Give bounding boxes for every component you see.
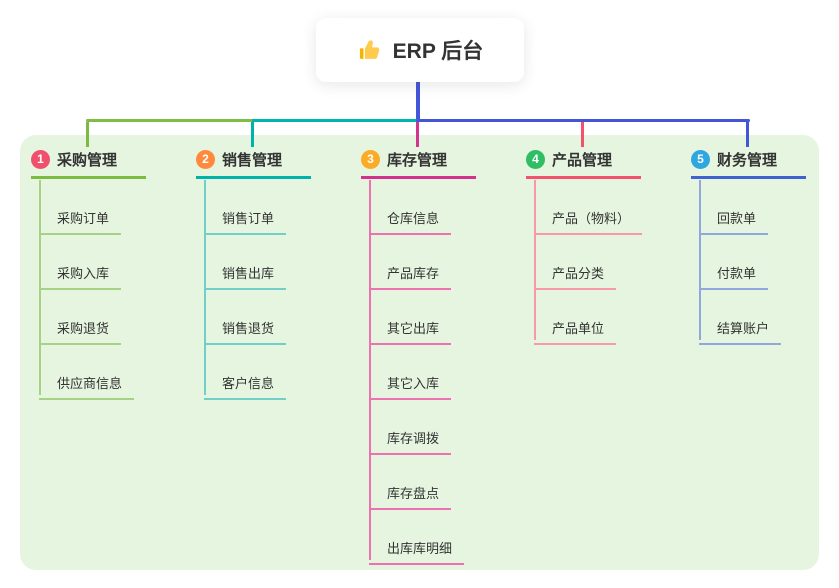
branch-node[interactable]: 3 库存管理 — [361, 149, 476, 179]
background-panel — [20, 135, 819, 570]
child-node[interactable]: 采购订单 — [39, 180, 122, 235]
branch: 2 销售管理 销售订单销售出库销售退货客户信息 — [196, 122, 361, 400]
child-node[interactable]: 库存调拨 — [369, 400, 452, 455]
connector-root-line — [416, 80, 420, 119]
connector-branch5-line — [416, 119, 750, 122]
thumbs-up-icon — [357, 38, 382, 63]
child-node[interactable]: 结算账户 — [699, 290, 782, 345]
connector-branch1-line — [86, 119, 254, 122]
child-node[interactable]: 库存盘点 — [369, 455, 452, 510]
child-node[interactable]: 产品单位 — [534, 290, 617, 345]
child-node[interactable]: 供应商信息 — [39, 345, 135, 400]
branch-children: 采购订单采购入库采购退货供应商信息 — [39, 180, 135, 400]
branch-number-badge: 3 — [361, 150, 380, 169]
branch: 1 采购管理 采购订单采购入库采购退货供应商信息 — [31, 122, 196, 400]
branch-label: 库存管理 — [387, 152, 448, 169]
child-node[interactable]: 其它出库 — [369, 290, 452, 345]
branch-children-line — [204, 180, 206, 395]
branch: 4 产品管理 产品（物料）产品分类产品单位 — [526, 122, 691, 345]
branch-label: 采购管理 — [57, 152, 118, 169]
child-node[interactable]: 付款单 — [699, 235, 769, 290]
child-node[interactable]: 客户信息 — [204, 345, 287, 400]
root-node[interactable]: ERP 后台 — [316, 18, 524, 82]
child-node[interactable]: 出库库明细 — [369, 510, 465, 565]
branch-connector-drop — [416, 122, 419, 147]
connector-branch2-line — [252, 119, 419, 122]
branch-children-line — [39, 180, 41, 395]
branch-connector-drop — [581, 122, 584, 147]
branch-node[interactable]: 5 财务管理 — [691, 149, 806, 179]
branch-number-badge: 1 — [31, 150, 50, 169]
branch-number-badge: 2 — [196, 150, 215, 169]
child-node[interactable]: 销售出库 — [204, 235, 287, 290]
branch-label: 销售管理 — [222, 152, 283, 169]
branch-node[interactable]: 4 产品管理 — [526, 149, 641, 179]
branch-children-line — [534, 180, 536, 340]
branch-label: 产品管理 — [552, 152, 613, 169]
branch-number-badge: 4 — [526, 150, 545, 169]
branch-children-line — [369, 180, 371, 560]
branch-connector-drop — [251, 122, 254, 147]
child-node[interactable]: 销售退货 — [204, 290, 287, 345]
root-label: ERP 后台 — [392, 40, 484, 63]
branch-node[interactable]: 1 采购管理 — [31, 149, 146, 179]
child-node[interactable]: 采购入库 — [39, 235, 122, 290]
branch-children: 仓库信息产品库存其它出库其它入库库存调拨库存盘点出库库明细 — [369, 180, 465, 565]
branch-number-badge: 5 — [691, 150, 710, 169]
child-node[interactable]: 仓库信息 — [369, 180, 452, 235]
child-node[interactable]: 其它入库 — [369, 345, 452, 400]
child-node[interactable]: 采购退货 — [39, 290, 122, 345]
branch-children: 回款单付款单结算账户 — [699, 180, 782, 345]
branch: 5 财务管理 回款单付款单结算账户 — [691, 122, 839, 345]
child-node[interactable]: 产品分类 — [534, 235, 617, 290]
child-node[interactable]: 产品库存 — [369, 235, 452, 290]
branch-connector-drop — [746, 122, 749, 147]
branch-label: 财务管理 — [717, 152, 778, 169]
branch: 3 库存管理 仓库信息产品库存其它出库其它入库库存调拨库存盘点出库库明细 — [361, 122, 526, 565]
branch-children-line — [699, 180, 701, 340]
child-node[interactable]: 产品（物料） — [534, 180, 643, 235]
child-node[interactable]: 回款单 — [699, 180, 769, 235]
branch-children: 销售订单销售出库销售退货客户信息 — [204, 180, 287, 400]
branch-node[interactable]: 2 销售管理 — [196, 149, 311, 179]
child-node[interactable]: 销售订单 — [204, 180, 287, 235]
branch-children: 产品（物料）产品分类产品单位 — [534, 180, 643, 345]
branch-connector-drop — [86, 122, 89, 147]
